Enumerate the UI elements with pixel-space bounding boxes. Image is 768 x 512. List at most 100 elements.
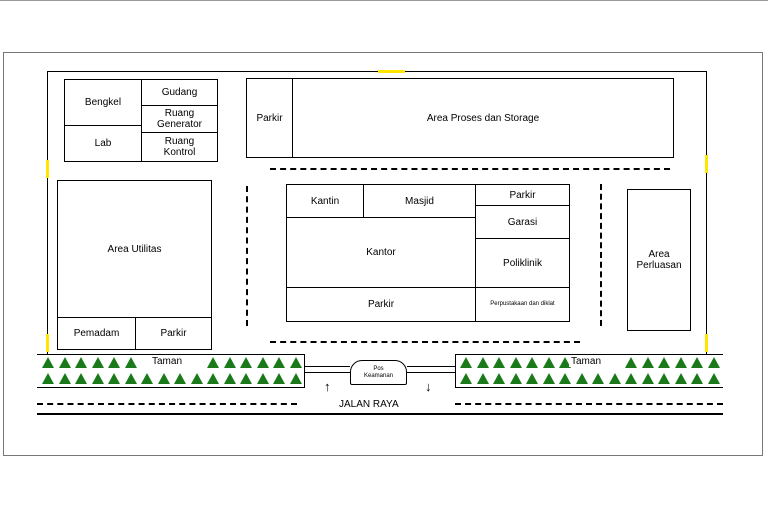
top-border bbox=[0, 0, 768, 1]
diagram-frame bbox=[3, 52, 763, 456]
gate-east bbox=[705, 155, 708, 173]
pemadam-box: Pemadam bbox=[57, 317, 136, 350]
area-proses-label: Area Proses dan Storage bbox=[426, 112, 540, 124]
tree-icon bbox=[576, 373, 588, 384]
tree-icon bbox=[224, 373, 236, 384]
parkir-utilitas-box: Parkir bbox=[135, 317, 212, 350]
parkir-bawah-label: Parkir bbox=[367, 299, 395, 310]
tree-icon bbox=[240, 357, 252, 368]
tree-icon bbox=[257, 357, 269, 368]
tree-icon bbox=[609, 373, 621, 384]
parkir-bawah-box: Parkir bbox=[286, 287, 476, 322]
tree-icon bbox=[658, 373, 670, 384]
perpustakaan-label: Perpustakaan dan diklat bbox=[490, 301, 555, 307]
tree-icon bbox=[625, 357, 637, 368]
tree-icon bbox=[691, 357, 703, 368]
gate-southeast bbox=[705, 334, 708, 352]
parkir-kantor-label: Parkir bbox=[509, 189, 536, 201]
tree-icon bbox=[191, 373, 203, 384]
tree-icon bbox=[510, 373, 522, 384]
gate-west bbox=[46, 160, 49, 178]
tree-icon bbox=[75, 357, 87, 368]
tree-icon bbox=[207, 357, 219, 368]
tree-icon bbox=[108, 373, 120, 384]
arrow-down-icon: ↓ bbox=[425, 379, 432, 394]
tree-icon bbox=[125, 373, 137, 384]
tree-icon bbox=[59, 373, 71, 384]
garasi-label: Garasi bbox=[507, 216, 538, 228]
pos-keamanan-label: Pos Keamanan bbox=[363, 365, 394, 379]
poliklinik-label: Poliklinik bbox=[503, 257, 542, 269]
poliklinik-box: Poliklinik bbox=[475, 238, 570, 288]
road-south-dashed bbox=[270, 341, 580, 343]
tree-icon bbox=[658, 357, 670, 368]
lab-label: Lab bbox=[94, 138, 112, 149]
tree-icon bbox=[92, 373, 104, 384]
ruang-kontrol-box: Ruang Kontrol bbox=[141, 132, 218, 162]
tree-icon bbox=[273, 357, 285, 368]
jalan-raya-label: JALAN RAYA bbox=[339, 399, 399, 410]
tree-icon bbox=[543, 357, 555, 368]
masjid-box: Masjid bbox=[363, 184, 476, 218]
area-perluasan-box: Area Perluasan bbox=[627, 189, 691, 331]
tree-icon bbox=[42, 357, 54, 368]
taman-kiri-label: Taman bbox=[150, 356, 185, 367]
tree-icon bbox=[42, 373, 54, 384]
bengkel-box: Bengkel bbox=[64, 79, 142, 126]
masjid-label: Masjid bbox=[405, 195, 434, 207]
kantor-label: Kantor bbox=[366, 247, 396, 258]
area-utilitas-box: Area Utilitas bbox=[57, 180, 212, 318]
pos-keamanan-box: Pos Keamanan bbox=[350, 360, 407, 385]
tree-icon bbox=[675, 373, 687, 384]
tree-icon bbox=[592, 373, 604, 384]
entrance-road-right-bottom bbox=[407, 372, 455, 373]
road-lane-right bbox=[455, 403, 723, 405]
area-perluasan-label: Area Perluasan bbox=[636, 249, 682, 271]
bengkel-label: Bengkel bbox=[84, 97, 122, 108]
gudang-box: Gudang bbox=[141, 79, 218, 106]
road-east-dashed bbox=[600, 184, 602, 326]
entrance-road-left-top bbox=[305, 366, 350, 367]
boundary-right bbox=[706, 71, 707, 354]
tree-icon bbox=[625, 373, 637, 384]
tree-icon bbox=[273, 373, 285, 384]
garden-left-top-edge bbox=[37, 354, 305, 355]
taman-kanan-label: Taman bbox=[569, 356, 604, 367]
road-lane-left bbox=[37, 403, 297, 405]
tree-icon bbox=[108, 357, 120, 368]
area-proses-box: Area Proses dan Storage bbox=[292, 78, 674, 158]
entrance-road-left-bottom bbox=[305, 372, 350, 373]
tree-icon bbox=[526, 357, 538, 368]
tree-icon bbox=[290, 373, 302, 384]
perpustakaan-box: Perpustakaan dan diklat bbox=[475, 287, 570, 322]
tree-icon bbox=[75, 373, 87, 384]
road-edge bbox=[37, 413, 723, 415]
parkir-utilitas-label: Parkir bbox=[160, 328, 187, 339]
garden-right-bottom-edge bbox=[455, 387, 723, 388]
tree-icon bbox=[92, 357, 104, 368]
area-utilitas-label: Area Utilitas bbox=[107, 243, 162, 255]
tree-icon bbox=[224, 357, 236, 368]
arrow-up-icon: ↑ bbox=[324, 379, 331, 394]
gate-north bbox=[378, 70, 405, 73]
tree-icon bbox=[174, 373, 186, 384]
tree-icon bbox=[493, 373, 505, 384]
tree-icon bbox=[158, 373, 170, 384]
tree-icon bbox=[559, 357, 571, 368]
garden-left-bottom-edge bbox=[37, 387, 305, 388]
road-north-dashed bbox=[270, 168, 670, 170]
tree-icon bbox=[675, 357, 687, 368]
road-west-dashed bbox=[246, 186, 248, 326]
tree-icon bbox=[708, 357, 720, 368]
kantin-label: Kantin bbox=[310, 195, 340, 207]
ruang-generator-box: Ruang Generator bbox=[141, 105, 218, 133]
ruang-generator-label: Ruang Generator bbox=[156, 108, 203, 130]
kantor-box: Kantor bbox=[286, 217, 476, 288]
tree-icon bbox=[125, 357, 137, 368]
boundary-top bbox=[47, 71, 707, 72]
entrance-road-right-top bbox=[407, 366, 455, 367]
tree-icon bbox=[642, 373, 654, 384]
tree-icon bbox=[460, 357, 472, 368]
tree-icon bbox=[642, 357, 654, 368]
ruang-kontrol-label: Ruang Kontrol bbox=[163, 136, 196, 158]
